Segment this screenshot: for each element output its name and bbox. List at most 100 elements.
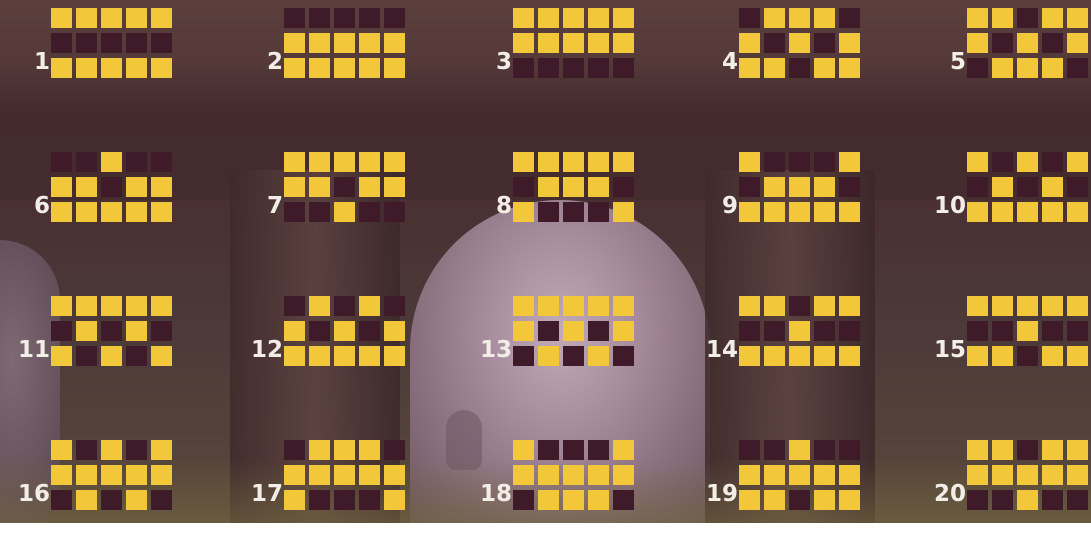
payline-cell-inactive <box>334 296 355 316</box>
payline-cell-active <box>359 296 380 316</box>
payline-cell-active <box>309 440 330 460</box>
payline-cell-inactive <box>101 177 122 197</box>
payline-cell-inactive <box>384 296 405 316</box>
payline-15: 15 <box>916 288 1091 408</box>
payline-cell-inactive <box>839 177 860 197</box>
payline-cell-inactive <box>538 58 559 78</box>
payline-cell-inactive <box>538 321 559 341</box>
payline-cell-inactive <box>76 33 97 53</box>
payline-cell-active <box>309 177 330 197</box>
payline-cell-active <box>563 321 584 341</box>
payline-cell-active <box>538 465 559 485</box>
payline-cell-active <box>967 202 988 222</box>
payline-cell-active <box>284 346 305 366</box>
payline-6: 6 <box>0 144 220 264</box>
payline-cell-active <box>359 152 380 172</box>
payline-cell-active <box>814 177 835 197</box>
payline-cell-active <box>101 8 122 28</box>
payline-cell-active <box>384 33 405 53</box>
payline-cell-active <box>284 321 305 341</box>
payline-grid <box>739 296 860 366</box>
payline-cell-active <box>151 346 172 366</box>
payline-cell-active <box>613 202 634 222</box>
payline-cell-inactive <box>151 321 172 341</box>
payline-cell-active <box>101 465 122 485</box>
payline-8: 8 <box>462 144 682 264</box>
payline-cell-active <box>1042 346 1063 366</box>
payline-grid <box>967 8 1088 78</box>
payline-cell-active <box>126 465 147 485</box>
payline-cell-active <box>384 346 405 366</box>
payline-number: 13 <box>462 337 512 363</box>
payline-cell-inactive <box>1042 321 1063 341</box>
payline-cell-active <box>284 465 305 485</box>
payline-grid <box>739 8 860 78</box>
payline-cell-active <box>334 440 355 460</box>
payline-cell-inactive <box>309 321 330 341</box>
payline-cell-active <box>789 321 810 341</box>
payline-cell-active <box>284 152 305 172</box>
payline-cell-inactive <box>126 33 147 53</box>
payline-7: 7 <box>233 144 453 264</box>
payline-cell-inactive <box>789 490 810 510</box>
payline-cell-inactive <box>588 58 609 78</box>
payline-cell-active <box>992 346 1013 366</box>
payline-grid <box>284 296 405 366</box>
payline-cell-active <box>384 321 405 341</box>
payline-cell-inactive <box>613 58 634 78</box>
payline-cell-active <box>789 202 810 222</box>
payline-cell-active <box>563 465 584 485</box>
payline-cell-active <box>151 202 172 222</box>
payline-cell-active <box>384 490 405 510</box>
payline-cell-active <box>126 58 147 78</box>
payline-cell-inactive <box>51 152 72 172</box>
payline-cell-active <box>334 152 355 172</box>
payline-cell-active <box>309 152 330 172</box>
payline-number: 15 <box>916 337 966 363</box>
payline-number: 5 <box>916 49 966 75</box>
payline-number: 3 <box>462 49 512 75</box>
payline-cell-active <box>613 465 634 485</box>
payline-cell-active <box>588 490 609 510</box>
payline-cell-active <box>1017 58 1038 78</box>
payline-grid <box>51 8 172 78</box>
payline-cell-active <box>1042 8 1063 28</box>
payline-cell-active <box>51 8 72 28</box>
payline-cell-inactive <box>789 152 810 172</box>
payline-cell-inactive <box>789 58 810 78</box>
payline-cell-active <box>334 202 355 222</box>
payline-cell-active <box>334 321 355 341</box>
payline-cell-active <box>51 440 72 460</box>
payline-number: 10 <box>916 193 966 219</box>
payline-cell-inactive <box>384 8 405 28</box>
payline-cell-active <box>1017 321 1038 341</box>
payline-cell-active <box>613 321 634 341</box>
payline-cell-active <box>967 346 988 366</box>
payline-cell-inactive <box>613 346 634 366</box>
payline-cell-active <box>588 33 609 53</box>
payline-cell-active <box>513 152 534 172</box>
payline-cell-active <box>739 296 760 316</box>
payline-number: 6 <box>0 193 50 219</box>
payline-cell-active <box>284 490 305 510</box>
payline-cell-inactive <box>126 346 147 366</box>
payline-cell-active <box>513 8 534 28</box>
payline-cell-inactive <box>151 490 172 510</box>
payline-number: 17 <box>233 481 283 507</box>
payline-cell-inactive <box>513 346 534 366</box>
payline-cell-active <box>588 177 609 197</box>
payline-cell-active <box>839 58 860 78</box>
payline-cell-inactive <box>739 8 760 28</box>
payline-cell-active <box>1042 440 1063 460</box>
payline-cell-active <box>739 33 760 53</box>
payline-cell-active <box>359 58 380 78</box>
payline-cell-inactive <box>51 33 72 53</box>
payline-cell-inactive <box>151 33 172 53</box>
payline-cell-inactive <box>563 58 584 78</box>
payline-cell-active <box>101 202 122 222</box>
payline-cell-active <box>309 465 330 485</box>
payline-cell-active <box>384 177 405 197</box>
payline-cell-inactive <box>588 440 609 460</box>
payline-cell-active <box>739 202 760 222</box>
payline-cell-active <box>151 465 172 485</box>
